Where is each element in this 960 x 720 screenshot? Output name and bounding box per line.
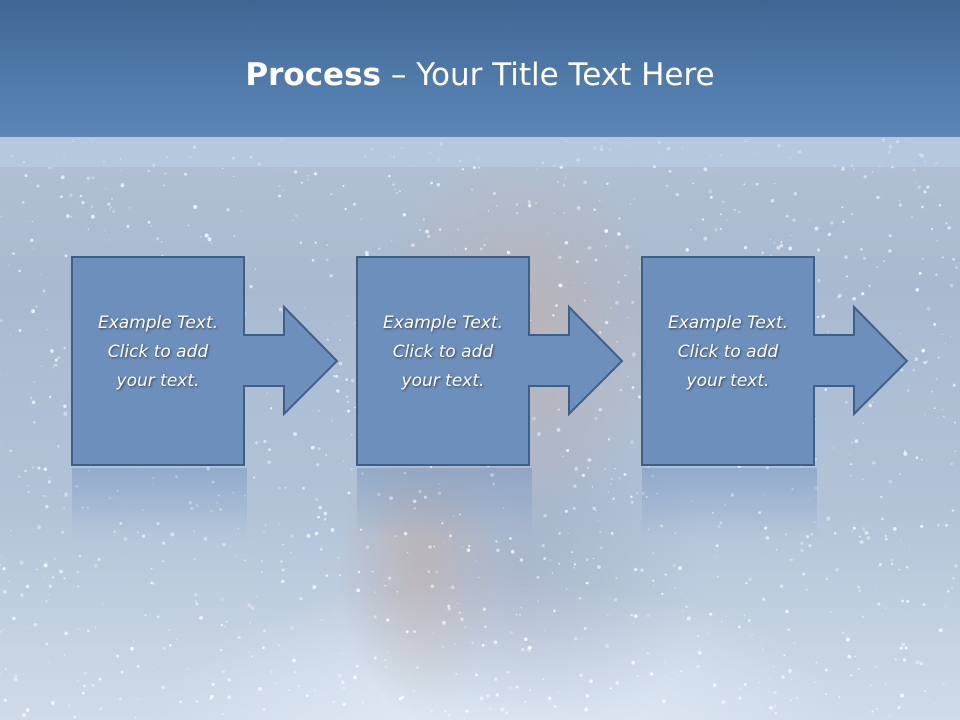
- process-step-3[interactable]: Example Text. Click to add your text.: [641, 256, 909, 467]
- step-shape: [641, 256, 909, 466]
- step-text-line: Click to add: [392, 342, 494, 362]
- step-reflection: [357, 468, 532, 538]
- step-text: Example Text. Click to add your text.: [72, 309, 244, 396]
- step-text-line: your text.: [401, 371, 485, 391]
- step-text: Example Text. Click to add your text.: [642, 309, 814, 396]
- step-text-line: your text.: [686, 371, 770, 391]
- right-arrow-icon: [641, 256, 909, 466]
- title-band: [0, 137, 960, 167]
- right-arrow-icon: [356, 256, 624, 466]
- step-text-line: Example Text.: [97, 313, 219, 333]
- step-text-line: Example Text.: [382, 313, 504, 333]
- step-reflection: [72, 468, 247, 538]
- title-bar: [0, 0, 960, 137]
- step-text-line: Click to add: [677, 342, 779, 362]
- step-text: Example Text. Click to add your text.: [357, 309, 529, 396]
- step-reflection: [642, 468, 817, 538]
- step-shape: [71, 256, 339, 466]
- process-step-2[interactable]: Example Text. Click to add your text.: [356, 256, 624, 467]
- step-text-line: your text.: [116, 371, 200, 391]
- step-text-line: Click to add: [107, 342, 209, 362]
- right-arrow-icon: [71, 256, 339, 466]
- title-rest: – Your Title Text Here: [381, 57, 715, 93]
- slide-title[interactable]: Process – Your Title Text Here: [0, 52, 960, 98]
- step-text-line: Example Text.: [667, 313, 789, 333]
- title-bold: Process: [245, 57, 381, 93]
- step-shape: [356, 256, 624, 466]
- process-step-1[interactable]: Example Text. Click to add your text.: [71, 256, 339, 467]
